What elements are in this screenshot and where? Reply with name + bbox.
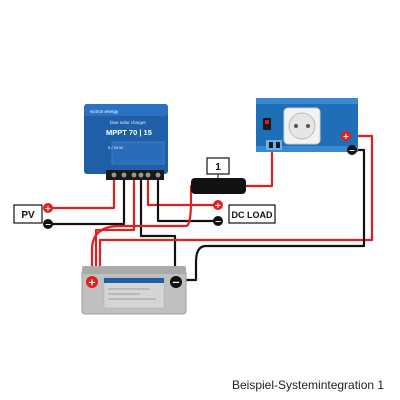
inverter-ribs-bottom (256, 146, 358, 152)
charger-model: MPPT 70 | 15 (106, 128, 152, 137)
dc-load-label-box (228, 204, 276, 224)
charger-info-panel (111, 141, 165, 165)
inverter-ribs (256, 98, 358, 104)
fuse-body (191, 178, 246, 194)
charger-brand: victron energy (90, 109, 119, 114)
dc-load-connection: + − DC LOAD (213, 200, 276, 226)
socket-pin-hole (306, 124, 310, 128)
battery-positive-main-wire (90, 184, 193, 274)
battery-positive-terminal (86, 276, 98, 288)
inverter-positive-wire (244, 148, 274, 188)
inverter (256, 98, 358, 152)
pv-negative-wire (48, 176, 126, 226)
load-positive-terminal (213, 200, 223, 210)
charger-to-battery-positive (94, 176, 136, 272)
pv-negative-terminal (43, 219, 53, 229)
inverter-to-battery-red (98, 134, 374, 274)
pv-positive-wire (48, 176, 116, 210)
battery-negative-terminal (170, 276, 182, 288)
negative-icon: − (45, 220, 52, 229)
negative-icon: − (349, 146, 356, 155)
terminal-screw (145, 172, 151, 178)
terminal-screw (111, 172, 117, 178)
load-negative-wire (156, 176, 217, 223)
terminal-screw (121, 172, 127, 178)
mppt-charger: victron energy blue solar charger MPPT 7… (84, 104, 168, 180)
pv-positive-terminal (43, 203, 53, 213)
inverter-positive-terminal (341, 131, 351, 141)
load-positive-wire (146, 176, 217, 207)
negative-icon: − (215, 217, 222, 226)
fuse-component: 1 (191, 157, 246, 194)
pv-label-box (13, 204, 43, 224)
wiring (48, 134, 374, 282)
inverter-to-battery-black (178, 148, 366, 282)
pv-label: PV (21, 210, 35, 221)
positive-icon: + (343, 132, 350, 141)
socket-pin-hole (294, 124, 298, 128)
dc-load-label: DC LOAD (232, 210, 273, 220)
charger-line: blue solar charger (110, 120, 147, 125)
inverter-terminal (269, 142, 273, 148)
terminal-screw (155, 172, 161, 178)
positive-icon: + (215, 201, 222, 210)
terminal-screw (138, 172, 144, 178)
charger-to-battery-negative (139, 176, 177, 272)
negative-icon: − (172, 278, 180, 289)
positive-icon: + (45, 204, 52, 213)
power-switch-indicator (265, 120, 269, 124)
inverter-negative-wire (280, 150, 358, 178)
charger-rating: 6 / 20 W (108, 145, 123, 150)
battery-lid (82, 266, 186, 274)
battery: + − (81, 266, 187, 315)
socket-icon (288, 112, 316, 140)
inverter-terminal (276, 142, 280, 148)
charger-top-band (84, 104, 168, 116)
positive-icon: + (88, 278, 96, 289)
diagram-caption: Beispiel-Systemintegration 1 (232, 378, 385, 392)
terminal-screw (131, 172, 137, 178)
fuse-label: 1 (215, 162, 221, 173)
battery-brand-strip (104, 278, 164, 283)
load-negative-terminal (213, 216, 223, 226)
inverter-terminal-block (266, 140, 282, 150)
inverter-negative-terminal (347, 145, 357, 155)
pv-connection: PV + − (13, 203, 53, 229)
